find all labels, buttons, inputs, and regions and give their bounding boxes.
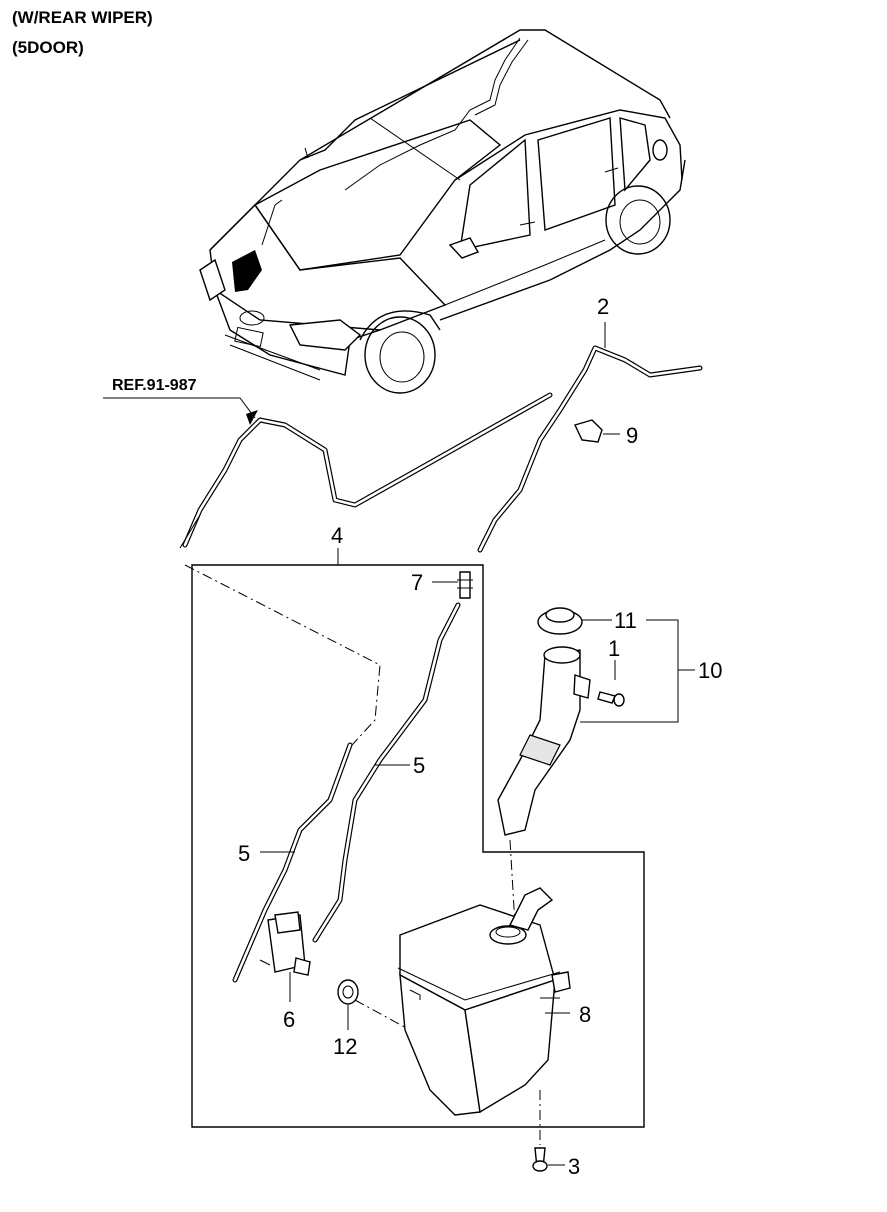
washer-reservoir (397, 887, 571, 1116)
callout-3: 3 (568, 1154, 580, 1179)
reference-arrow (246, 410, 258, 425)
hose-connector (432, 571, 473, 599)
callout-1: 1 (608, 636, 620, 661)
neck-drop-line (509, 839, 516, 926)
routing-line (184, 564, 381, 746)
washer-hose-right (312, 602, 461, 943)
washer-hose-left (232, 742, 353, 983)
filler-neck (497, 646, 591, 836)
callout-10: 10 (698, 658, 722, 683)
callout-8: 8 (579, 1002, 591, 1027)
neck-bolt (597, 660, 625, 707)
callout-5a: 5 (238, 841, 250, 866)
callout-2: 2 (597, 294, 609, 319)
callout-10-bracket (580, 619, 695, 723)
pump-grommet (337, 979, 411, 1031)
filler-cap (537, 607, 612, 635)
header-line-2: (5DOOR) (12, 38, 84, 57)
callout-5b: 5 (413, 753, 425, 778)
callout-12: 12 (333, 1034, 357, 1059)
rear-washer-hose (477, 345, 703, 553)
callout-7: 7 (411, 570, 423, 595)
washer-pump (259, 911, 311, 1002)
callout-11: 11 (614, 608, 637, 633)
header-line-1: (W/REAR WIPER) (12, 8, 153, 27)
assembly-frame (191, 564, 645, 1128)
car-illustration (199, 29, 686, 394)
tank-bolt (532, 1090, 565, 1172)
hose-clip (574, 419, 620, 443)
callout-4: 4 (331, 523, 343, 548)
callout-6: 6 (283, 1007, 295, 1032)
callout-9: 9 (626, 423, 638, 448)
reference-leader (103, 397, 256, 419)
reference-label: REF.91-987 (112, 377, 197, 394)
reference-tube (179, 392, 553, 549)
